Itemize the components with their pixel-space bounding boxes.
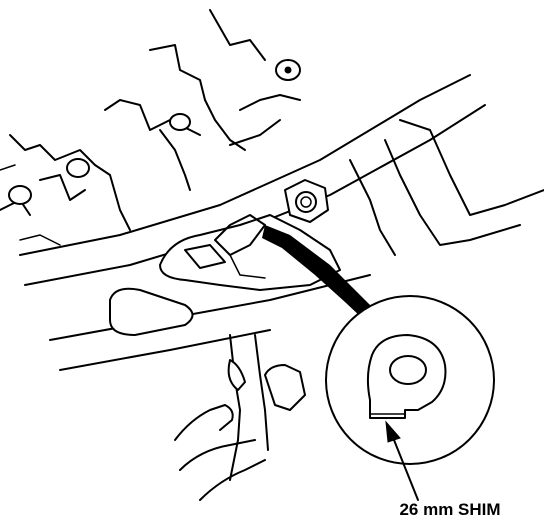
callout-arrow-icon: [385, 420, 419, 501]
subframe-oval-opening: [109, 287, 194, 336]
mount-bracket: [159, 214, 341, 291]
housing-bolts: [8, 59, 301, 205]
transmission-housing: [0, 9, 301, 246]
shim-callout-label: 26 mm SHIM: [399, 500, 501, 519]
hand-icon: [174, 334, 306, 501]
mount-nut: [284, 179, 329, 223]
shim-part-icon: [366, 334, 447, 419]
subframe-crossmember: [19, 74, 544, 371]
detail-leader: [262, 225, 375, 318]
